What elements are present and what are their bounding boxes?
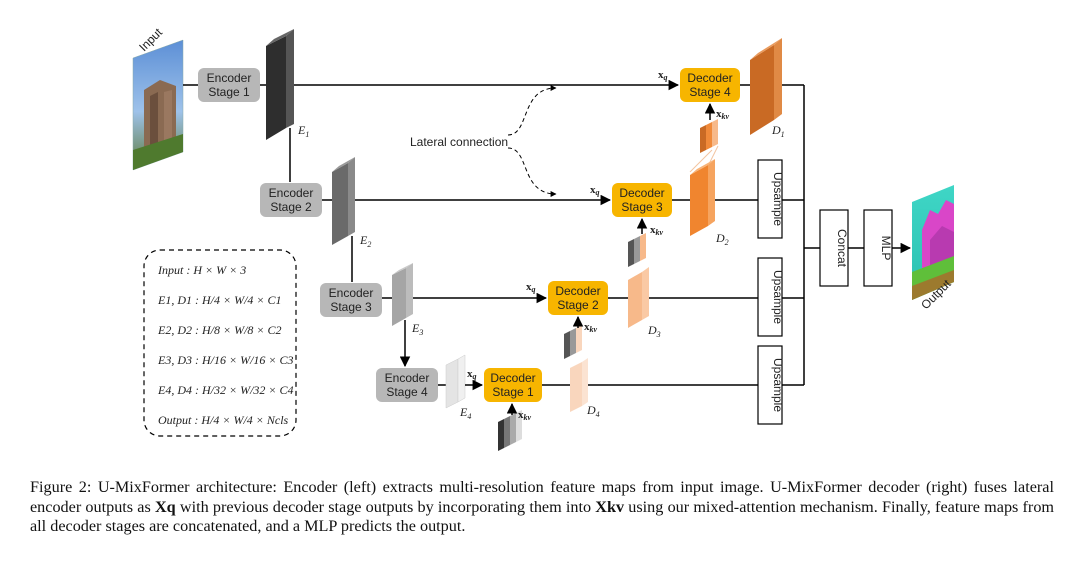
- legend-row-e1-d1: E1, D1 : H/4 × W/4 × C1: [157, 293, 282, 307]
- xq-label-4: xq: [658, 69, 668, 82]
- kv-stack-3: [628, 233, 646, 267]
- architecture-diagram: Input Encoder Stage 1 E1 Encoder Stage 2…: [132, 25, 954, 451]
- caption-text-1: Figure 2: U-MixFormer architecture: Enco…: [30, 478, 1054, 516]
- decoder-stage-3-line2: Stage 3: [621, 200, 663, 214]
- decoder-stage-2-line2: Stage 2: [557, 298, 599, 312]
- xq-label-3: xq: [590, 184, 600, 197]
- upsample-label-1: Upsample: [771, 358, 785, 412]
- decoder-stage-2-line1: Decoder: [555, 284, 600, 298]
- caption-text-2: with previous decoder stage outputs by i…: [175, 497, 596, 516]
- encoder-stage-4-line1: Encoder: [385, 371, 430, 385]
- xkv-label-4: xkv: [716, 108, 730, 121]
- label-e3: E3: [411, 321, 423, 337]
- upsample-block-1: Upsample: [757, 345, 785, 425]
- encoder-stage-4-line2: Stage 4: [386, 385, 428, 399]
- encoder-stage-3: Encoder Stage 3: [320, 283, 382, 317]
- label-e2: E2: [359, 233, 371, 249]
- legend-row-output: Output : H/4 × W/4 × Ncls: [158, 413, 289, 427]
- encoder-feature-map-1: [266, 29, 294, 140]
- caption-xkv: Xkv: [595, 497, 625, 516]
- label-d4: D4: [586, 403, 600, 419]
- encoder-feature-map-2: [332, 157, 355, 245]
- decoder-feature-map-4: [570, 358, 588, 412]
- decoder-feature-map-1: [750, 38, 782, 135]
- decoder-stage-1-line2: Stage 1: [492, 385, 534, 399]
- xq-label-2: xq: [526, 281, 536, 294]
- input-image: [132, 39, 184, 171]
- encoder-stage-3-line1: Encoder: [329, 286, 374, 300]
- decoder-stage-1-line1: Decoder: [490, 371, 535, 385]
- encoder-stage-2-line2: Stage 2: [270, 200, 312, 214]
- shape-legend: Input : H × W × 3 E1, D1 : H/4 × W/4 × C…: [143, 249, 297, 437]
- xkv-label-2: xkv: [584, 321, 598, 334]
- legend-row-e2-d2: E2, D2 : H/8 × W/8 × C2: [157, 323, 282, 337]
- decoder-stage-1: Decoder Stage 1: [484, 368, 542, 402]
- decoder-stage-4: Decoder Stage 4: [680, 68, 740, 102]
- upsample-label-3: Upsample: [771, 172, 785, 226]
- figure-caption: Figure 2: U-MixFormer architecture: Enco…: [30, 478, 1054, 537]
- xkv-label-3: xkv: [650, 224, 664, 237]
- decoder-stage-3-line1: Decoder: [619, 186, 664, 200]
- encoder-stage-1-line1: Encoder: [207, 71, 252, 85]
- encoder-feature-map-4: [445, 354, 466, 409]
- mlp-block: MLP: [863, 209, 893, 287]
- upsample-block-2: Upsample: [757, 257, 785, 337]
- mlp-label: MLP: [879, 236, 893, 261]
- legend-row-e4-d4: E4, D4 : H/32 × W/32 × C4: [157, 383, 294, 397]
- lateral-connection-label: Lateral connection: [410, 135, 508, 149]
- kv-stack-4: [700, 119, 718, 153]
- xkv-label-1: xkv: [518, 409, 532, 422]
- output-segmentation-image: [912, 185, 954, 300]
- caption-text-3: using our mixed-attention mechanism. Fin…: [30, 497, 1055, 536]
- decoder-stage-2: Decoder Stage 2: [548, 281, 608, 315]
- encoder-stage-1: Encoder Stage 1: [198, 68, 260, 102]
- kv-stack-1: [498, 410, 522, 451]
- decoder-stage-3: Decoder Stage 3: [612, 183, 672, 217]
- encoder-stage-1-line2: Stage 1: [208, 85, 250, 99]
- upsample-label-2: Upsample: [771, 270, 785, 324]
- encoder-stage-4: Encoder Stage 4: [376, 368, 438, 402]
- kv-stack-2: [564, 325, 582, 359]
- legend-row-input: Input : H × W × 3: [157, 263, 246, 277]
- upsample-block-3: Upsample: [757, 159, 785, 239]
- label-d3: D3: [647, 323, 661, 339]
- encoder-stage-2: Encoder Stage 2: [260, 183, 322, 217]
- lateral-curve-down: [507, 147, 557, 197]
- label-d2: D2: [715, 231, 729, 247]
- concat-block: Concat: [819, 209, 849, 287]
- encoder-stage-2-line1: Encoder: [269, 186, 314, 200]
- label-d1: D1: [771, 123, 785, 139]
- decoder-feature-map-2: [690, 159, 715, 236]
- encoder-feature-map-3: [392, 263, 413, 326]
- label-e1: E1: [297, 123, 309, 139]
- label-e4: E4: [459, 405, 471, 421]
- lateral-curve-up: [507, 85, 557, 136]
- decoder-stage-4-line1: Decoder: [687, 71, 732, 85]
- xq-label-1: xq: [467, 368, 477, 381]
- caption-xq: Xq: [154, 497, 176, 516]
- encoder-stage-3-line2: Stage 3: [330, 300, 372, 314]
- decoder-stage-4-line2: Stage 4: [689, 85, 731, 99]
- legend-row-e3-d3: E3, D3 : H/16 × W/16 × C3: [157, 353, 294, 367]
- decoder-feature-map-3: [628, 267, 649, 328]
- concat-label: Concat: [835, 229, 849, 268]
